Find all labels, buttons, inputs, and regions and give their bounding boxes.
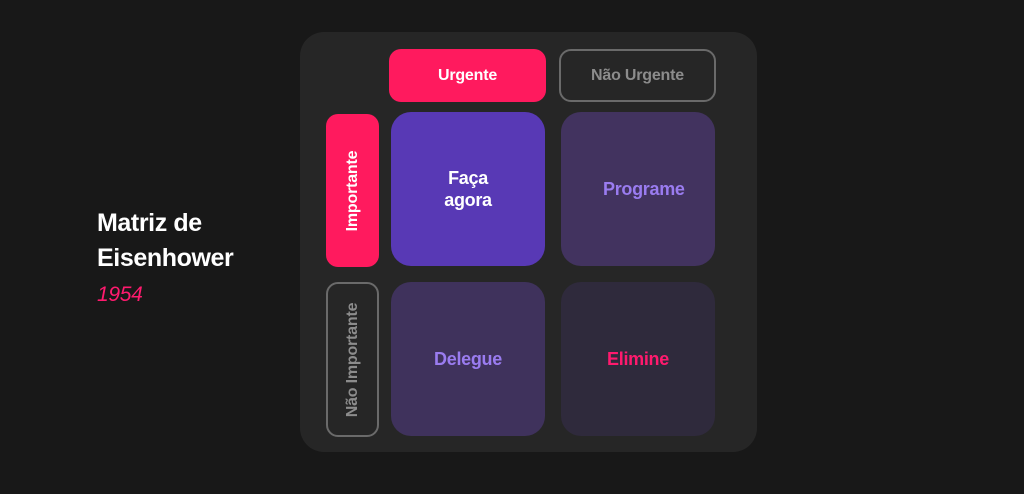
- title-line-2: Eisenhower: [97, 244, 234, 272]
- row-header-important: Importante: [326, 114, 379, 267]
- quadrant-do-now-label: Faça agora: [444, 168, 492, 210]
- quadrant-eliminate: Elimine: [561, 282, 715, 436]
- quadrant-delegate-label: Delegue: [434, 349, 502, 369]
- year-label: 1954: [97, 283, 143, 306]
- column-header-urgent: Urgente: [389, 49, 546, 102]
- row-header-not-important: Não Importante: [326, 282, 379, 437]
- quadrant-schedule: Programe: [561, 112, 715, 266]
- matrix-panel: Urgente Não Urgente Importante Não Impor…: [300, 32, 757, 452]
- row-header-not-important-label: Não Importante: [343, 302, 361, 417]
- row-header-important-label: Importante: [343, 150, 361, 231]
- quadrant-eliminate-label: Elimine: [607, 349, 669, 369]
- title-block: Matriz de Eisenhower 1954: [97, 206, 287, 310]
- quadrant-do-now: Faça agora: [391, 112, 545, 266]
- column-header-not-urgent: Não Urgente: [559, 49, 716, 102]
- quadrant-delegate: Delegue: [391, 282, 545, 436]
- quadrant-schedule-label: Programe: [603, 179, 685, 199]
- title-line-1: Matriz de: [97, 209, 202, 237]
